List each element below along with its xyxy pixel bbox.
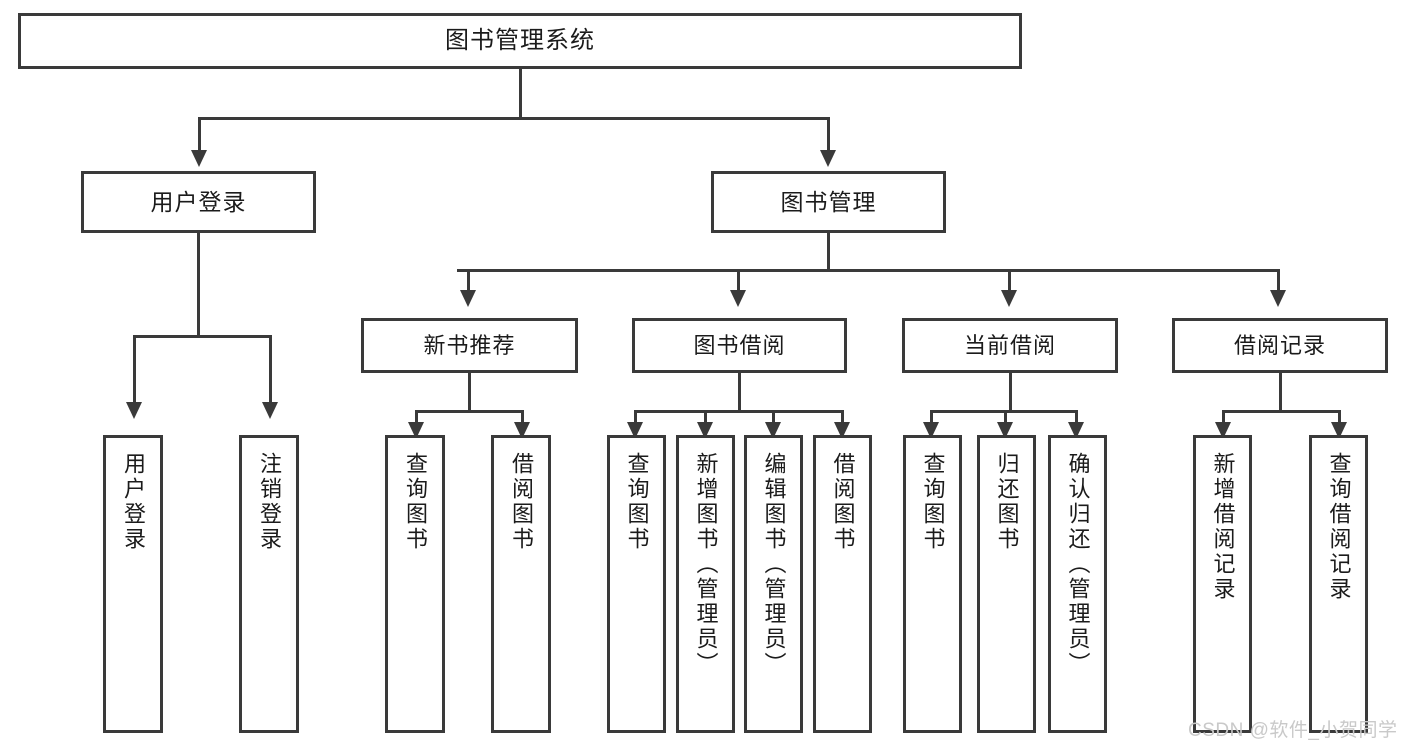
arrow-down-icon [997,422,1013,439]
node-user-login[interactable]: 用户登录 [81,171,316,233]
arrow-down-icon [514,422,530,439]
node-label: 用户登录 [150,188,247,215]
node-label: 查询图书 [624,452,650,552]
node-label: 借阅图书 [830,452,856,552]
arrow-down-icon [408,422,424,439]
node-book-management[interactable]: 图书管理 [711,171,946,233]
arrow-down-icon [834,422,850,439]
leaf-cb-return-book[interactable]: 归还图书 [977,435,1036,733]
arrow-down-icon [627,422,643,439]
edge-drop-new-book [467,269,470,293]
edge-drop-book-manage [827,117,830,153]
arrow-down-icon [697,422,713,439]
node-label: 新增借阅记录 [1210,452,1236,602]
arrow-down-icon [1270,290,1286,307]
leaf-bb-query-book[interactable]: 查询图书 [607,435,666,733]
node-label: 借阅图书 [509,452,534,552]
arrow-down-icon [1331,422,1347,439]
arrow-down-icon [1068,422,1084,439]
edge-drop-leaf-user-login [133,335,136,405]
node-label: 查询借阅记录 [1326,452,1352,602]
node-label: 注销登录 [257,452,282,552]
node-label: 确认归还（管理员） [1065,452,1091,677]
leaf-bb-edit-book-admin[interactable]: 编辑图书（管理员） [744,435,803,733]
leaf-nb-query-book[interactable]: 查询图书 [385,435,445,733]
arrow-down-icon [191,150,207,167]
edge-drop-cb-leaf-0 [930,410,933,425]
edge-borrow-record-stem [1279,373,1282,412]
edge-level2-bus [198,117,830,120]
edge-book-borrow-stem [738,373,741,412]
node-label: 归还图书 [994,452,1020,552]
edge-user-login-stem [197,233,200,337]
node-label: 图书管理系统 [445,27,595,55]
edge-drop-nb-leaf-1 [521,410,524,425]
leaf-logout[interactable]: 注销登录 [239,435,299,733]
node-current-borrow[interactable]: 当前借阅 [902,318,1118,373]
edge-book-borrow-bus [634,410,843,413]
leaf-br-add-record[interactable]: 新增借阅记录 [1193,435,1252,733]
leaf-cb-confirm-return-admin[interactable]: 确认归还（管理员） [1048,435,1107,733]
leaf-br-query-record[interactable]: 查询借阅记录 [1309,435,1368,733]
edge-drop-bb-leaf-1 [704,410,707,425]
edge-user-login-bus [133,335,269,338]
edge-new-book-bus [415,410,523,413]
node-root-system[interactable]: 图书管理系统 [18,13,1022,69]
node-label: 查询图书 [403,452,428,552]
node-new-book-recommend[interactable]: 新书推荐 [361,318,578,373]
node-label: 用户登录 [121,452,146,552]
edge-drop-book-borrow [737,269,740,293]
node-label: 借阅记录 [1233,332,1326,358]
leaf-nb-borrow-book[interactable]: 借阅图书 [491,435,551,733]
arrow-down-icon [765,422,781,439]
edge-level3-bus [457,269,1279,272]
node-label: 新增图书（管理员） [693,452,719,677]
edge-drop-cb-leaf-1 [1004,410,1007,425]
edge-drop-current-borrow [1008,269,1011,293]
arrow-down-icon [1001,290,1017,307]
node-label: 查询图书 [920,452,946,552]
arrow-down-icon [262,402,278,419]
arrow-down-icon [820,150,836,167]
edge-root-stem [519,69,522,119]
node-label: 新书推荐 [423,332,516,358]
edge-new-book-stem [468,373,471,412]
node-borrow-record[interactable]: 借阅记录 [1172,318,1388,373]
leaf-bb-borrow-book[interactable]: 借阅图书 [813,435,872,733]
edge-drop-cb-leaf-2 [1075,410,1078,425]
node-book-borrow[interactable]: 图书借阅 [632,318,847,373]
edge-current-borrow-stem [1009,373,1012,412]
arrow-down-icon [1215,422,1231,439]
edge-drop-br-leaf-0 [1222,410,1225,425]
node-label: 图书借阅 [693,332,786,358]
arrow-down-icon [923,422,939,439]
arrow-down-icon [730,290,746,307]
edge-drop-bb-leaf-2 [772,410,775,425]
edge-drop-leaf-logout [269,335,272,405]
leaf-cb-query-book[interactable]: 查询图书 [903,435,962,733]
edge-drop-borrow-record [1277,269,1280,293]
edge-drop-nb-leaf-0 [415,410,418,425]
edge-drop-bb-leaf-0 [634,410,637,425]
edge-borrow-record-bus [1222,410,1340,413]
edge-book-manage-stem [827,233,830,272]
edge-current-borrow-bus [930,410,1076,413]
node-label: 图书管理 [780,188,877,215]
arrow-down-icon [460,290,476,307]
leaf-user-login[interactable]: 用户登录 [103,435,163,733]
node-label: 当前借阅 [963,332,1056,358]
edge-drop-bb-leaf-3 [841,410,844,425]
edge-drop-br-leaf-1 [1338,410,1341,425]
leaf-bb-add-book-admin[interactable]: 新增图书（管理员） [676,435,735,733]
node-label: 编辑图书（管理员） [761,452,787,677]
arrow-down-icon [126,402,142,419]
edge-drop-user-login [198,117,201,153]
